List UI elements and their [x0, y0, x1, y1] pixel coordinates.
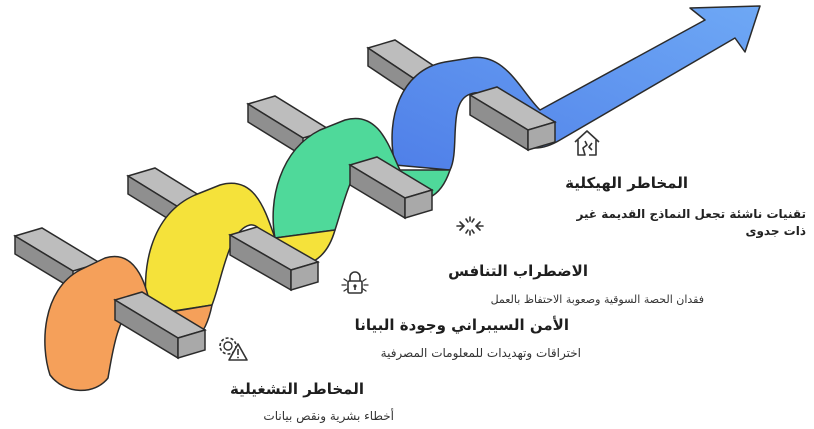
stage-4-description: تقنيات ناشئة تجعل النماذج القديمة غير ذا… — [576, 207, 806, 238]
broken-house-icon — [572, 128, 602, 162]
stage-4-title: المخاطر الهيكلية — [565, 174, 688, 192]
stage-2-title: الأمن السيبراني وجودة البيانا — [354, 316, 569, 334]
padlock-icon — [340, 268, 370, 302]
stage-1-description: أخطاء بشرية ونقص بيانات — [263, 409, 394, 423]
front-blocks — [113, 86, 557, 360]
stage-3-description: فقدان الحصة السوقية وصعوبة الاحتفاظ بالع… — [490, 293, 704, 306]
stage-1-title: المخاطر التشغيلية — [229, 380, 364, 398]
gear-warning-icon — [215, 332, 249, 368]
stage-3-title: الاضطراب التنافس — [448, 262, 588, 280]
stage-2-description: اختراقات وتهديدات للمعلومات المصرفية — [380, 346, 581, 360]
collision-icon — [455, 213, 485, 243]
back-blocks — [13, 39, 442, 291]
